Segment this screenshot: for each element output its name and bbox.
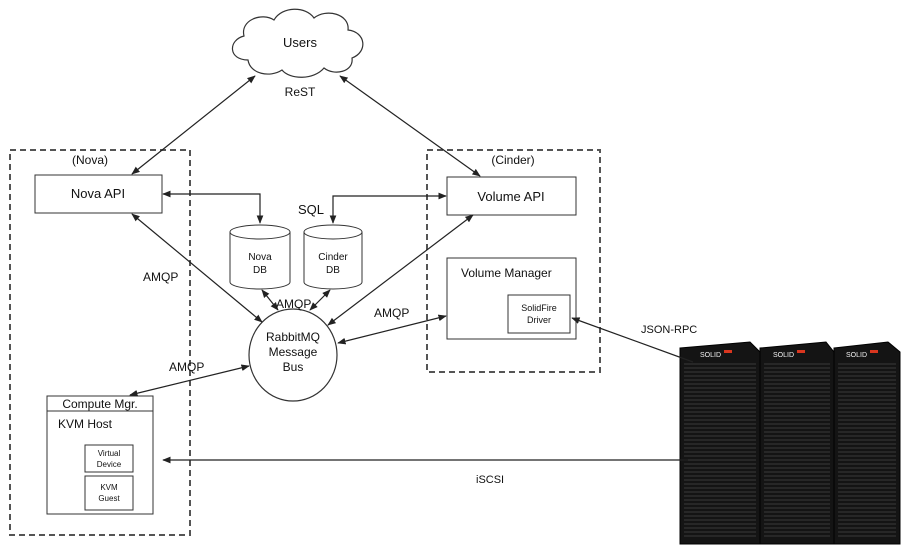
edge-nova-db-rabbitmq: [261, 289, 279, 311]
edge-label-rest: ReST: [285, 85, 316, 99]
edge-label-amqp-compute: AMQP: [169, 360, 204, 374]
virtual-device-box: [84, 444, 134, 473]
nova-group-frame: [9, 149, 191, 536]
rack-logo-accent-1: [724, 350, 732, 353]
edge-label-amqp-db: AMQP: [276, 297, 311, 311]
kvm-host-label: KVM Host: [58, 417, 113, 431]
cinder-db-label-1: Cinder: [318, 252, 348, 263]
solidfire-driver-box: [507, 294, 571, 334]
edge-rabbitmq-compute-mgr: [129, 364, 250, 397]
rack-logo-1: SOLID: [700, 352, 721, 359]
cinder-db-cylinder: Cinder DB: [303, 224, 363, 290]
storage-rack-3: SOLID: [833, 341, 901, 545]
users-label: Users: [283, 35, 317, 50]
virtual-device-label-1: Virtual: [98, 449, 121, 458]
virtual-device-label-2: Device: [97, 460, 122, 469]
edge-nova-api-nova-db: [162, 190, 264, 224]
cinder-group-label: (Cinder): [491, 153, 534, 167]
kvm-guest-label-2: Guest: [98, 494, 120, 503]
nova-db-cylinder: Nova DB: [229, 224, 291, 290]
cinder-group-frame: [426, 149, 601, 373]
edge-rabbitmq-volume-manager: [337, 314, 447, 345]
solidfire-driver-label-2: Driver: [527, 315, 551, 325]
nova-api-label: Nova API: [71, 186, 125, 201]
nova-group-label: (Nova): [72, 153, 108, 167]
rack-logo-2: SOLID: [773, 352, 794, 359]
solidfire-storage-racks: SOLID SOLID SOLID: [679, 341, 901, 545]
rack-logo-3: SOLID: [846, 352, 867, 359]
nova-db-label-2: DB: [253, 265, 267, 276]
rack-logo-accent-2: [797, 350, 805, 353]
edge-label-iscsi: iSCSI: [476, 474, 504, 486]
volume-manager-label: Volume Manager: [461, 266, 552, 280]
nova-api-box: [34, 174, 163, 214]
users-cloud: Users: [231, 8, 364, 78]
storage-rack-2: SOLID: [759, 341, 835, 545]
rabbitmq-bus: RabbitMQ Message Bus: [248, 308, 338, 402]
edge-cinder-db-rabbitmq: [309, 289, 331, 311]
rack-logo-accent-3: [870, 350, 878, 353]
volume-api-box: [446, 176, 577, 216]
rabbitmq-label-2: Message: [269, 345, 318, 359]
nova-db-label-1: Nova: [248, 252, 272, 263]
edge-users-nova-api: [131, 75, 256, 175]
volume-api-label: Volume API: [477, 189, 544, 204]
edge-users-volume-api: [339, 75, 481, 177]
kvm-guest-label-1: KVM: [100, 483, 118, 492]
solidfire-driver-label-1: SolidFire: [521, 303, 557, 313]
edge-racks-solidfire-driver: [571, 317, 694, 363]
edge-label-sql: SQL: [298, 202, 324, 217]
edge-label-amqp-nova: AMQP: [143, 270, 178, 284]
rabbitmq-label-1: RabbitMQ: [266, 330, 320, 344]
rabbitmq-label-3: Bus: [283, 360, 304, 374]
edge-volume-api-cinder-db: [329, 192, 447, 224]
storage-rack-1: SOLID: [679, 341, 761, 545]
edge-label-amqp-cinder: AMQP: [374, 306, 409, 320]
kvm-guest-box: [84, 475, 134, 511]
edge-label-json-rpc: JSON-RPC: [641, 324, 697, 336]
edge-volume-api-rabbitmq: [327, 214, 474, 326]
compute-mgr-label: Compute Mgr.: [62, 397, 137, 411]
cinder-db-label-2: DB: [326, 265, 340, 276]
edge-nova-api-rabbitmq: [131, 213, 263, 323]
